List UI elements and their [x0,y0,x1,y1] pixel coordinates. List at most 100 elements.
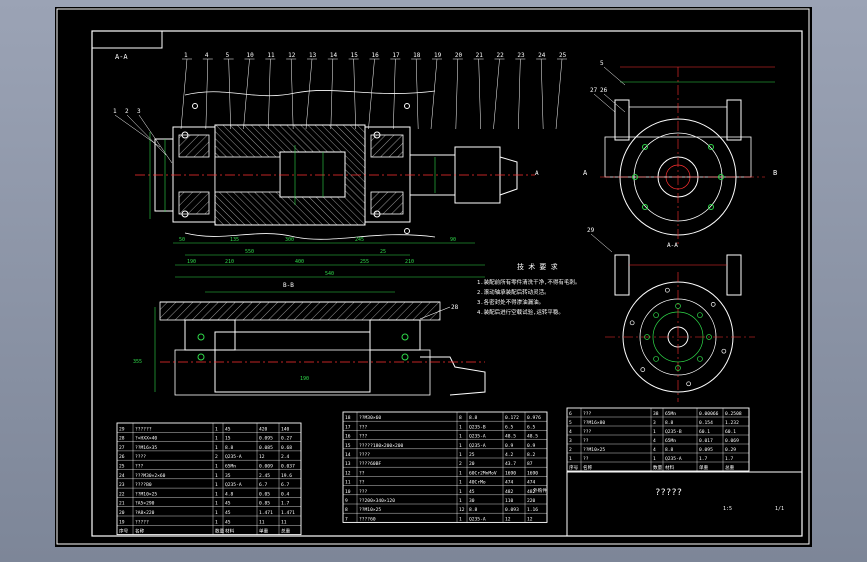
leader-number: 11 [267,52,275,59]
bom-cell: 12 [345,470,351,476]
drawing-title: ????? [655,488,682,498]
leader-number: 17 [392,52,400,59]
bom-cell: 0.976 [527,415,541,421]
bom-cell: ?? [583,438,589,444]
bom-cell: 0.095 [699,447,713,453]
bom-cell: 474 [505,480,514,486]
bom-cell: 482 [505,489,514,495]
bom-cell: 1.7 [725,456,734,462]
bom-cell: 1 [215,426,218,432]
bom-cell: 4.8 [225,491,234,497]
bom-cell: 0.00066 [699,411,719,417]
bom-cell: ?? [583,456,589,462]
bom-cell: Q235-B [469,424,486,430]
bom-cell: 1 [215,510,218,516]
bom-footer-cell: 材料 [665,464,675,471]
bom-cell: 1 [459,452,462,458]
bom-cell: 0.85 [259,501,270,507]
bom-cell: ?A8×220 [135,510,155,516]
bom-cell: ???M30×2×60 [135,473,166,479]
dim-d3: 300 [285,237,294,243]
drawing-viewport[interactable]: A-A [55,7,812,547]
leader-number: 29 [587,227,595,234]
dim-d7: 25 [380,249,386,255]
bom-cell: 60.1 [725,429,736,435]
bb-section-view: 355 190 28 [133,291,486,396]
bom-cell: 0.68 [281,445,292,451]
bom-cell: 4 [569,429,572,435]
bom-cell: 27 [119,445,125,451]
bom-cell: Q235-A [469,516,486,522]
section-bb-label: B-B [283,282,294,289]
bom-cell: 0.2508 [725,411,742,417]
drawing-scale: 1:5 [723,506,732,512]
bom-cell: 1 [215,473,218,479]
bom-cell: 0.4 [281,491,290,497]
bom-cell: ??M30×60 [359,415,381,421]
outer-frame [56,8,810,545]
bom-cell: 0.009 [259,464,273,470]
bom-cell: 1 [459,434,462,440]
bom-cell: 1 [215,464,218,470]
end-view-bottom: A-A [605,242,755,402]
bom-cell: ???? [359,452,370,458]
bom-cell: 13 [345,461,351,467]
leader-number: 18 [413,52,421,59]
bom-cell: 3 [653,420,656,426]
bom-cell: 1 [215,491,218,497]
bom-cell: 5 [569,420,572,426]
bom-cell: 1 [459,516,462,522]
bom-cell: 4.2 [505,452,514,458]
section-b-mark: B [773,169,777,177]
bom-cell: 26 [119,454,125,460]
bom-cell: 0.172 [505,415,519,421]
bom-cell: 29 [119,426,125,432]
bom-cell: 48.5 [527,434,538,440]
bom-cell: 16 [345,434,351,440]
bom-cell: 60Cr2MnMoV [469,470,497,476]
bom-cell: ??? [583,411,592,417]
bom-cell: ?????180×200×200 [359,443,403,449]
bom-cell: 8.8 [225,445,234,451]
bom-cell: 12 [259,454,265,460]
bom-cell: 420 [259,426,268,432]
bom-extra-note: 外购件 [533,487,547,494]
bom-cell: ??? [135,464,144,470]
bom-cell: ????B0 [135,482,152,488]
dim-d1: 50 [179,237,185,243]
leader-number: 23 [517,52,525,59]
bom-cell: 8 [459,415,462,421]
end-view-top: A B [583,66,777,247]
bom-cell: 0.29 [725,447,736,453]
bom-cell: 2.4 [281,454,290,460]
section-aa-bottom-label: A-A [667,242,678,249]
bom-cell: 12 [505,516,511,522]
bom-cell: ?×HXX×40 [135,436,157,442]
bom-cell: 22 [119,491,125,497]
bom-cell: 45 [225,426,231,432]
bom-footer-cell: 材料 [225,528,235,535]
leader-number: 3 [137,108,141,115]
bom-cell: 1.7 [699,456,708,462]
bom-cell: 0.093 [505,507,519,513]
bom-cell: 0.069 [725,438,739,444]
bom-cell: 1 [215,482,218,488]
bom-footer-cell: 数量 [653,464,663,471]
bom-cell: 0.017 [699,438,713,444]
bom-cell: 1 [569,456,572,462]
bom-cell: 220 [527,498,536,504]
dim-d9: 210 [225,259,234,265]
bom-cell: 110 [505,498,514,504]
leader-number: 1 [184,52,188,59]
note-line: 3.各密封处不得渗油漏油。 [477,298,544,306]
bom-cell: 8 [345,507,348,513]
bom-cell: 30 [469,498,475,504]
bom-cell: 11 [345,480,351,486]
bom-cell: 87 [527,461,533,467]
bom-cell: 3 [569,438,572,444]
leader-number: 13 [309,52,317,59]
bom-cell: 19.6 [281,473,292,479]
